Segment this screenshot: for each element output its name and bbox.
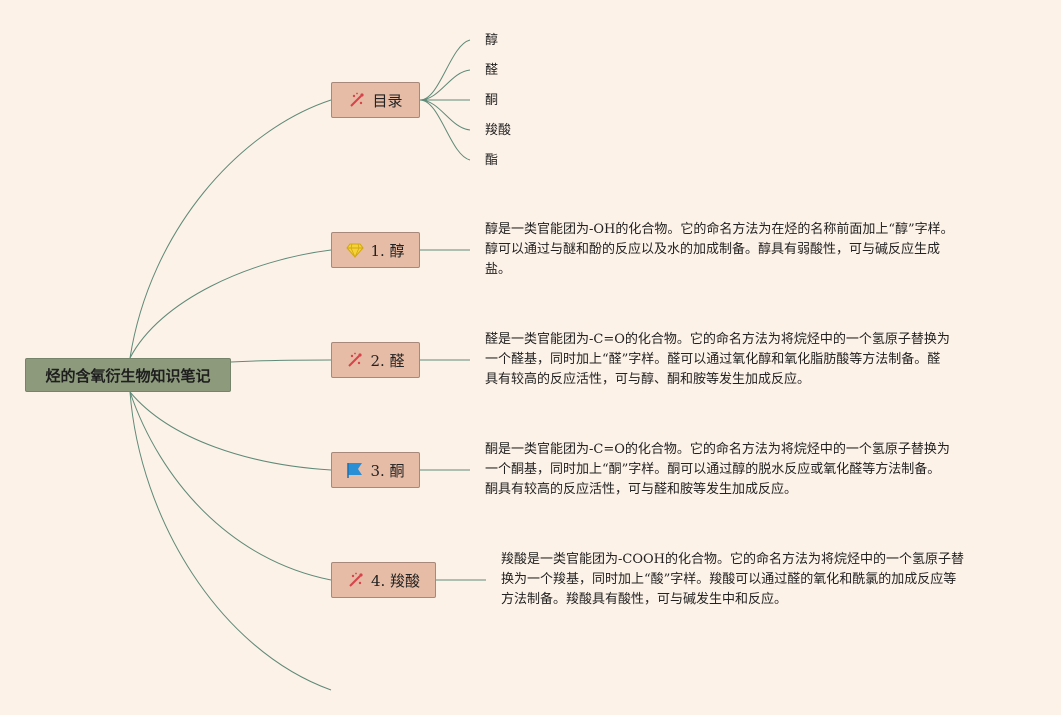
link-root-2 [230,359,332,363]
link-toc-2 [419,69,471,101]
topic-label: 目录 [372,91,403,110]
link-root-5 [129,391,332,691]
topic-label: 4. 羧酸 [370,571,421,590]
topic-1[interactable]: 1. 醇 [331,232,420,268]
topic-label: 3. 酮 [370,461,405,480]
link-root-4 [129,391,332,581]
note-carboxylic-acid: 羧酸是一类官能团为-COOH的化合物。它的命名方法为将烷烃中的一个氢原子替 换为… [501,552,964,607]
link-root-3 [129,391,332,471]
root-title: 烃的含氧衍生物知识笔记 [45,366,211,385]
root-topic[interactable]: 烃的含氧衍生物知识笔记 [25,358,231,392]
topic-label: 2. 醛 [370,351,405,370]
topic-4[interactable]: 4. 羧酸 [331,562,436,598]
topic-label: 1. 醇 [370,241,405,260]
topic-3[interactable]: 3. 酮 [331,452,420,488]
link-toc-4 [419,99,471,131]
toc-item[interactable]: 羧酸 [485,123,512,138]
topic-toc[interactable]: 目录 [331,82,420,118]
note-ketone: 酮是一类官能团为-C=O的化合物。它的命名方法为将烷烃中的一个氢原子替换为 一个… [485,442,950,497]
sparkle-icon [350,92,365,107]
topic-2[interactable]: 2. 醛 [331,342,420,378]
link-toc-1 [419,39,471,101]
diamond-icon [346,243,365,258]
toc-item[interactable]: 酯 [485,153,499,168]
flag-icon [347,463,363,478]
toc-item[interactable]: 酮 [485,93,499,108]
toc-item[interactable]: 醇 [485,33,499,48]
note-alcohol: 醇是一类官能团为-OH的化合物。它的命名方法为在烃的名称前面加上“醇”字样。 醇… [485,222,954,277]
link-toc-5 [419,99,471,161]
link-root-1 [129,249,332,359]
link-root-toc [129,99,332,359]
toc-item[interactable]: 醛 [485,63,499,78]
sparkle-icon [348,352,363,367]
note-aldehyde: 醛是一类官能团为-C=O的化合物。它的命名方法为将烷烃中的一个氢原子替换为 一个… [485,332,950,387]
sparkle-icon [349,572,363,587]
